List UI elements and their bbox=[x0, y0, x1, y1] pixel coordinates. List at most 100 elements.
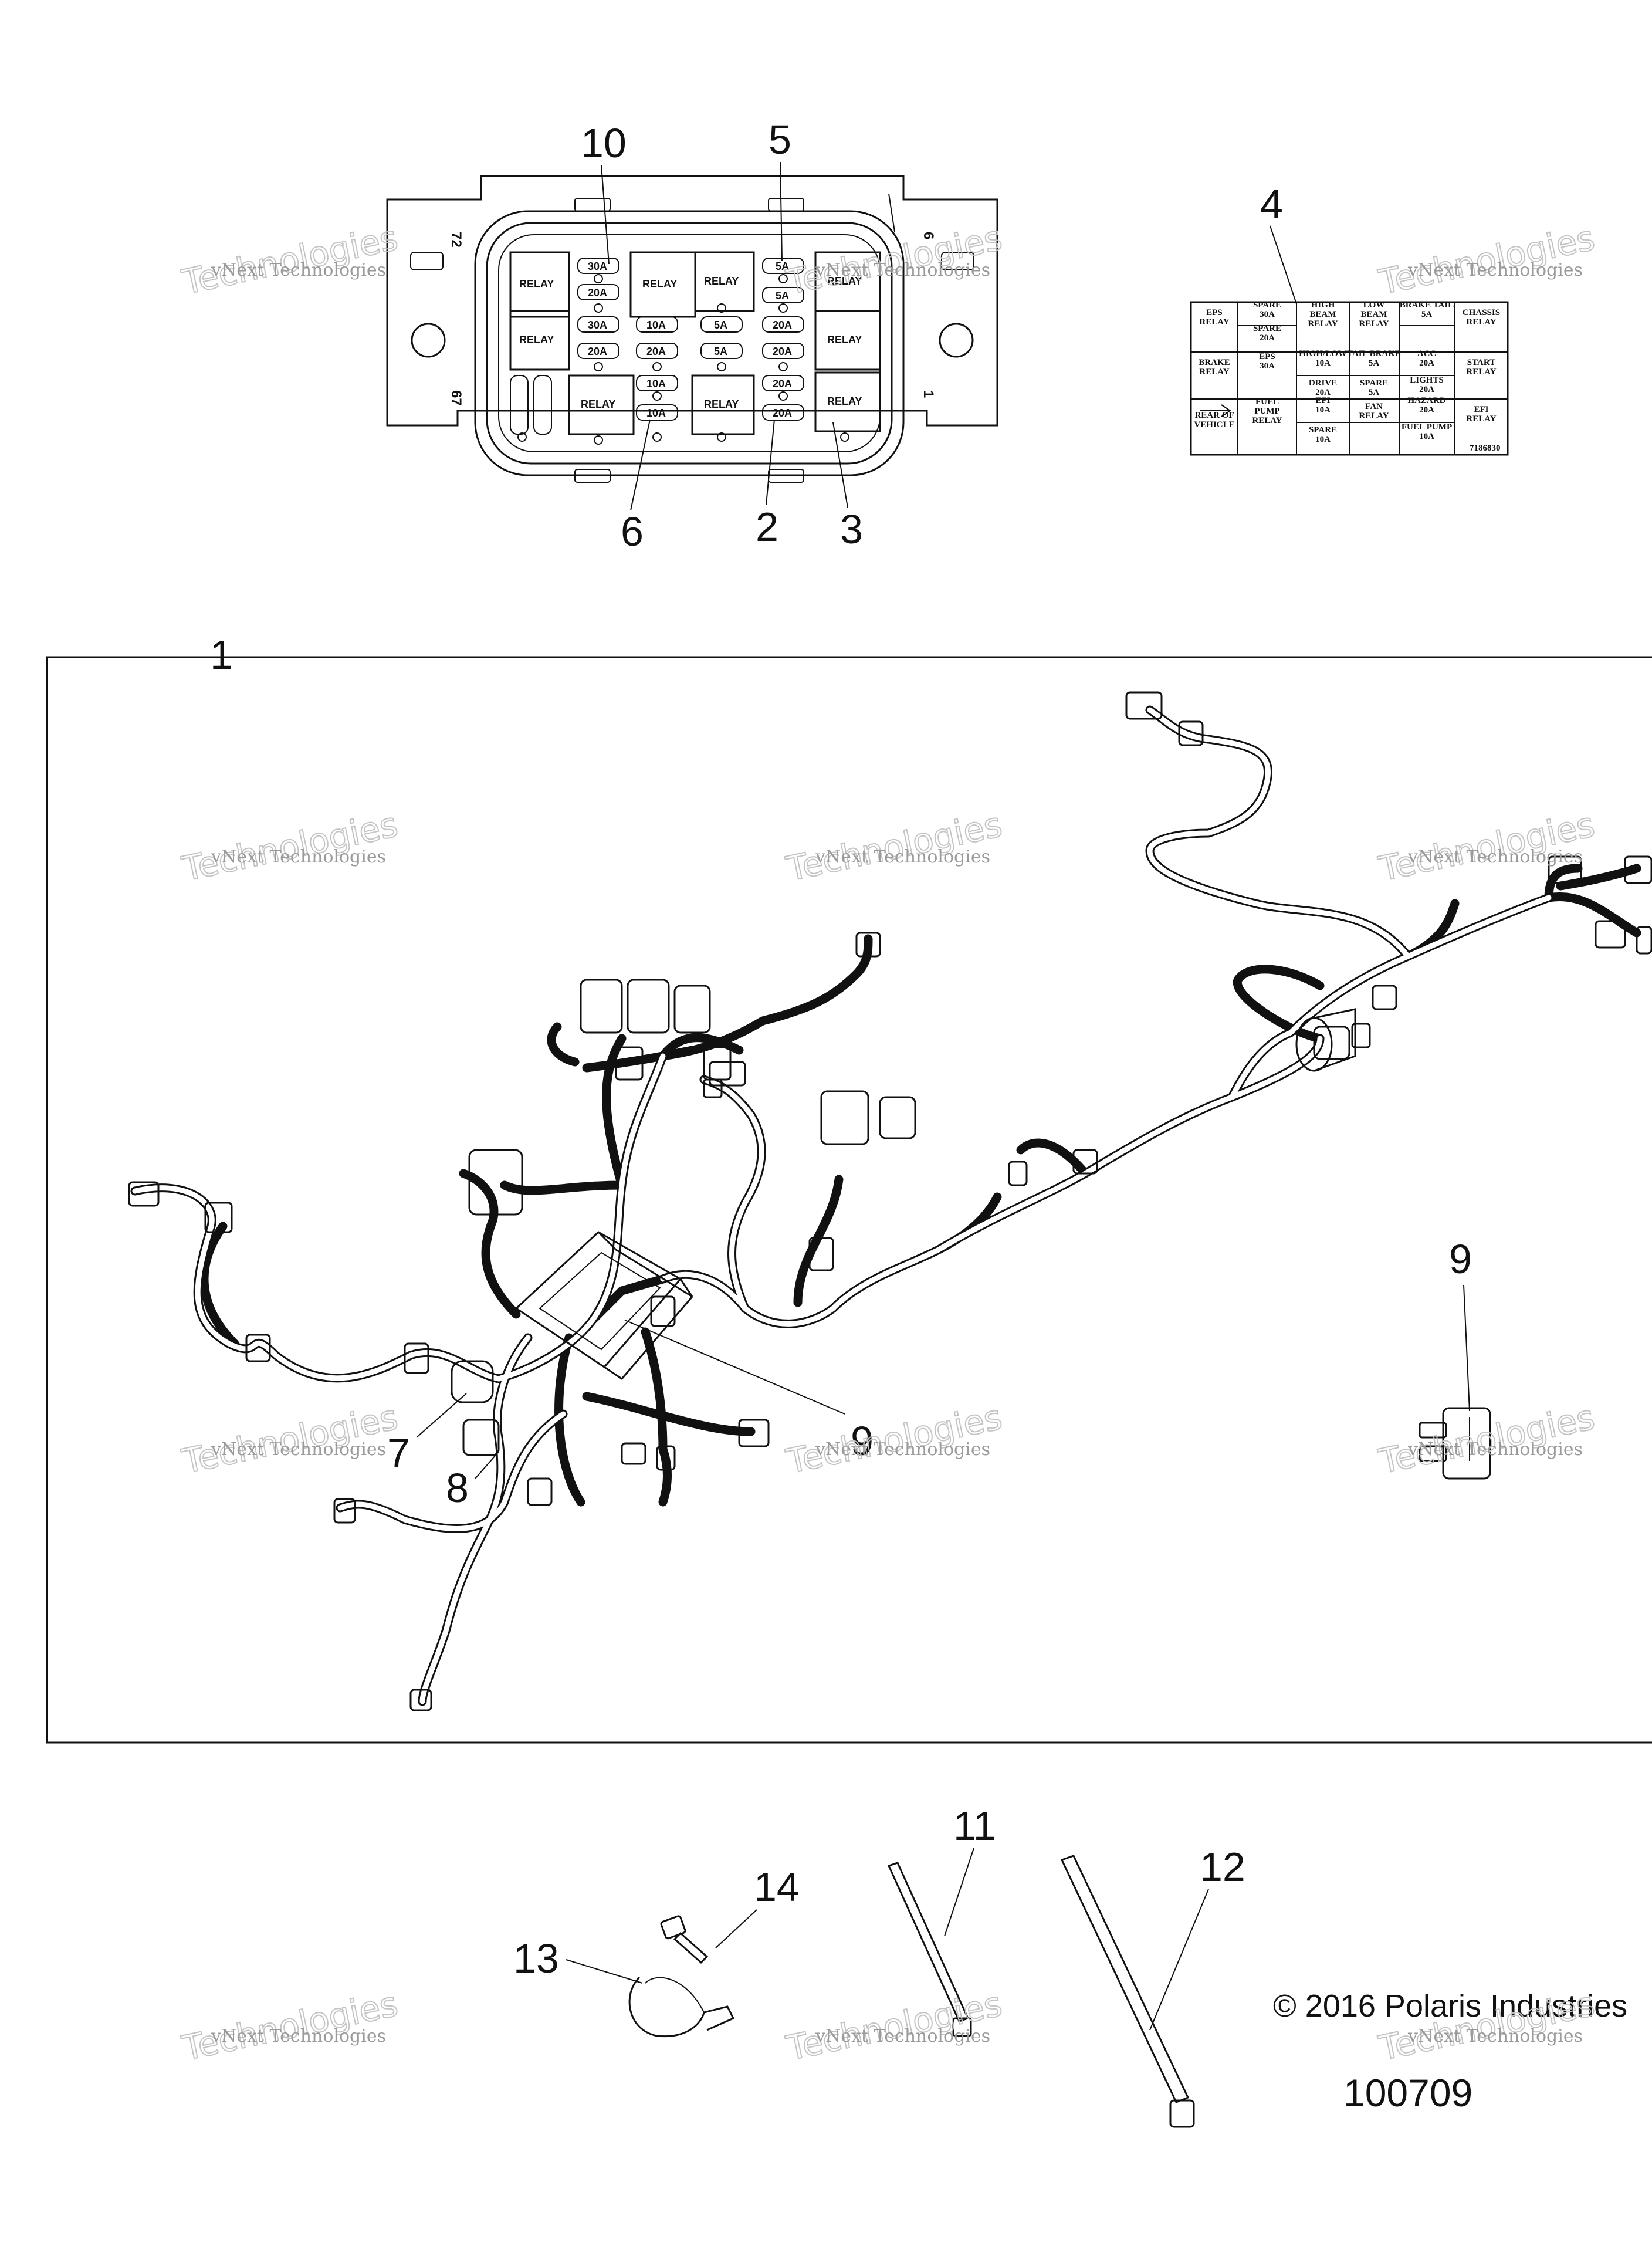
callout-5: 5 bbox=[769, 117, 791, 163]
fuse-rating: 20A bbox=[773, 319, 792, 331]
fuse-rating: 30A bbox=[588, 319, 607, 331]
decal-code: 7186830 bbox=[1470, 444, 1501, 453]
fuse-rating: 10A bbox=[646, 378, 666, 390]
relay-label: RELAY bbox=[642, 278, 677, 290]
fuse-rating: 20A bbox=[773, 346, 792, 357]
fuse-rating: 5A bbox=[714, 319, 727, 331]
callout-14: 14 bbox=[754, 1864, 800, 1910]
fuse-rating: 20A bbox=[773, 407, 792, 419]
fuse-slots: 30A 20A 30A 20A 10A 20A 10A 10A 5A 5A 5A… bbox=[577, 258, 804, 421]
fuse-box-callouts: 10 5 6 2 3 bbox=[581, 117, 863, 554]
small-parts: 11 12 13 14 bbox=[513, 1803, 1245, 2128]
watermark-text: vNext Technologies bbox=[211, 2026, 386, 2046]
callout-6: 6 bbox=[621, 509, 644, 554]
main-harness-panel: 1 bbox=[46, 632, 1652, 1744]
fuse-rating: 10A bbox=[646, 319, 666, 331]
callout-7: 7 bbox=[387, 1430, 410, 1476]
watermark-text: vNext Technologies bbox=[1407, 260, 1583, 280]
callout-8: 8 bbox=[446, 1465, 469, 1511]
fuse-rating: 5A bbox=[776, 261, 789, 272]
connector-pin-number: 72 bbox=[448, 232, 464, 248]
watermark-text: vNext Technologies bbox=[815, 2026, 990, 2046]
connector-pin-number: 1 bbox=[920, 390, 936, 398]
callout-11: 11 bbox=[953, 1803, 996, 1849]
watermark-text: vNext Technologies bbox=[815, 260, 990, 280]
watermark-text: vNext Technologies bbox=[1407, 847, 1583, 867]
relay-label: RELAY bbox=[704, 398, 739, 410]
watermark-text: vNext Technologies bbox=[211, 260, 386, 280]
callout-13: 13 bbox=[513, 1936, 559, 1981]
watermark-text: vNext Technologies bbox=[211, 847, 386, 867]
callout-10: 10 bbox=[581, 120, 627, 166]
fuse-rating: 20A bbox=[588, 287, 607, 299]
callout-4: 4 bbox=[1260, 181, 1283, 227]
fuse-rating: 20A bbox=[646, 346, 666, 357]
watermark-text: vNext Technologies bbox=[211, 1439, 386, 1460]
relay-label: RELAY bbox=[827, 275, 862, 287]
callout-9: 9 bbox=[851, 1418, 874, 1464]
watermark-text: vNext Technologies bbox=[1407, 1439, 1583, 1460]
callout-9: 9 bbox=[1449, 1236, 1472, 1282]
fuse-rating: 5A bbox=[776, 290, 789, 302]
fuse-rating: 20A bbox=[588, 346, 607, 357]
watermark-text: vNext Technologies bbox=[815, 847, 990, 867]
copyright-notice: © 2016 Polaris Industries bbox=[1273, 1988, 1627, 2024]
relay-label: RELAY bbox=[581, 398, 615, 410]
relay-label: RELAY bbox=[704, 275, 739, 287]
connectors bbox=[128, 691, 1652, 1711]
fuse-rating: 20A bbox=[773, 378, 792, 390]
ecu-module bbox=[514, 1231, 693, 1380]
relay-slots: RELAY RELAY RELAY RELAY RELAY RELAY RELA… bbox=[509, 251, 881, 435]
relay-label: RELAY bbox=[827, 334, 862, 346]
fuse-rating: 10A bbox=[646, 407, 666, 419]
relay-label: RELAY bbox=[519, 334, 554, 346]
diagram-number: 100709 bbox=[1343, 2071, 1472, 2115]
round-component bbox=[1295, 1008, 1371, 1072]
callout-1: 1 bbox=[210, 632, 233, 678]
relay-label: RELAY bbox=[519, 278, 554, 290]
connector-pin-number: 67 bbox=[448, 390, 464, 406]
watermark-text: vNext Technologies bbox=[815, 1439, 990, 1460]
callout-12: 12 bbox=[1200, 1844, 1245, 1890]
fuse-rating: 5A bbox=[714, 346, 727, 357]
callout-3: 3 bbox=[840, 506, 863, 552]
relay-part: 9 bbox=[1419, 1236, 1491, 1480]
pin-marks bbox=[517, 274, 849, 445]
relay-label: RELAY bbox=[827, 395, 862, 407]
fuse-box: RELAY RELAY RELAY RELAY RELAY RELAY RELA… bbox=[386, 175, 998, 483]
